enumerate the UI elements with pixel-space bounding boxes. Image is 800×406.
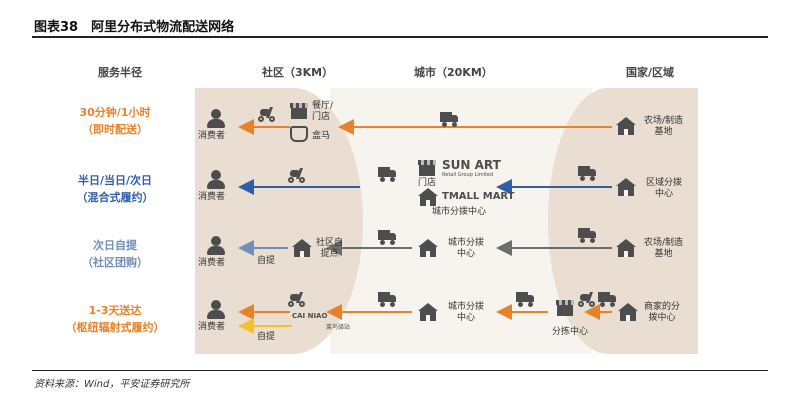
hema-bag-icon (290, 126, 308, 142)
self-pickup-label: 自提 (257, 332, 276, 342)
city-hub-label: 城市分拨中心 (432, 207, 487, 217)
restaurant-label: 餐厅/ 门店 (312, 101, 334, 122)
community-pickup-label: 社区自 提点 (316, 238, 344, 259)
cainiao-logo: CAI NIAO (292, 312, 328, 320)
consumer-label: 消费者 (198, 192, 226, 202)
title-rule (32, 36, 768, 38)
consumer-label: 消费者 (198, 322, 226, 332)
row-label-line1: 30分钟/1小时 (79, 106, 151, 119)
city-hub-label: 城市分拨 中心 (448, 238, 485, 259)
consumer-label: 消费者 (198, 258, 226, 268)
farm-label: 农场/制造 基地 (644, 238, 684, 259)
row-label-line2: （混合式履约） (76, 191, 154, 204)
farm-label: 农场/制造 基地 (644, 116, 684, 137)
hema-label: 盒马 (312, 131, 331, 141)
row-label-line2: （枢纽辐射式履约） (65, 321, 165, 334)
row-label-pickup: 次日自提 （社区团购） (40, 237, 190, 271)
header-community: 社区（3KM） (262, 66, 334, 79)
regional-hub-label: 区域分拨 中心 (646, 178, 683, 199)
header-city: 城市（20KM） (414, 66, 493, 79)
row-label-hub: 1-3天送达 （枢纽辐射式履约） (40, 302, 190, 336)
header-service-radius: 服务半径 (98, 66, 142, 79)
store-label: 门店 (418, 178, 437, 188)
footnote-rule (32, 370, 768, 371)
sunart-logo: SUN ART (442, 158, 501, 172)
row-label-hybrid: 半日/当日/次日 （混合式履约） (40, 172, 190, 206)
row-label-line2: （社区团购） (82, 256, 148, 269)
sorting-center-label: 分拣中心 (552, 327, 589, 337)
footnote-source: 资料来源：Wind，平安证券研究所 (34, 379, 190, 390)
cainiao-station-label: 菜鸟驿站 (326, 324, 351, 331)
figure-title: 图表38 阿里分布式物流配送网络 (34, 20, 235, 35)
row-label-line1: 半日/当日/次日 (77, 174, 153, 187)
self-pickup-label: 自提 (257, 256, 276, 266)
merchant-hub-label: 商家的分 拨中心 (644, 302, 681, 323)
city-hub-label: 城市分拨 中心 (448, 302, 485, 323)
row-label-line2: （即时配送） (82, 123, 148, 136)
row-label-instant: 30分钟/1小时 （即时配送） (40, 104, 190, 138)
sunart-sub: Retail Group Limited (442, 172, 494, 178)
header-country: 国家/区域 (626, 66, 675, 79)
tmallmart-logo: TMALL MART (442, 191, 515, 202)
row-label-line1: 1-3天送达 (88, 304, 142, 317)
row-label-line1: 次日自提 (93, 239, 137, 252)
consumer-label: 消费者 (198, 131, 226, 141)
